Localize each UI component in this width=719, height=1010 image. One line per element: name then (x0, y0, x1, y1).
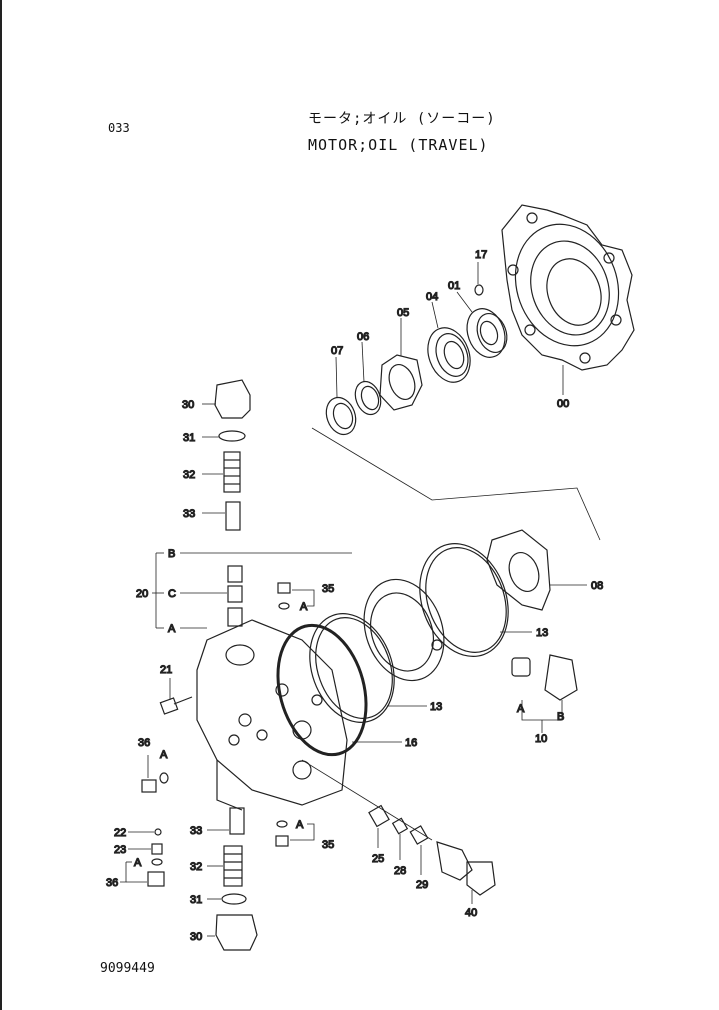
callout-16: 16 (405, 737, 417, 749)
callout-35-lower: 35 (322, 839, 334, 851)
callout-25: 25 (372, 853, 384, 865)
callout-31-upper: 31 (183, 432, 195, 444)
callout-20: 20 (136, 588, 148, 600)
callout-29: 29 (416, 879, 428, 891)
upper-plug-stack (202, 379, 251, 531)
title-english: MOTOR;OIL (TRAVEL) (308, 136, 489, 154)
callout-33-upper: 33 (183, 508, 195, 520)
callout-23: 23 (114, 844, 126, 856)
cam-ring (363, 578, 445, 682)
callout-04: 04 (426, 291, 438, 303)
callout-08: 08 (591, 580, 603, 592)
part-35-plug-lower (275, 820, 315, 847)
part-13-ring-upper (419, 543, 532, 657)
letter-a-36-lower: A (134, 857, 142, 869)
callout-28: 28 (394, 865, 406, 877)
part-10-set (511, 654, 578, 733)
callout-13-lower: 13 (430, 701, 442, 713)
callout-30-lower: 30 (190, 931, 202, 943)
callout-35-upper: 35 (322, 583, 334, 595)
callout-07: 07 (331, 345, 343, 357)
callout-32-lower: 32 (190, 861, 202, 873)
part-07-bearing (325, 356, 357, 436)
letter-a-36-upper: A (160, 749, 168, 761)
letter-b-10: B (557, 711, 564, 723)
assembly-line (311, 427, 601, 541)
callout-32-upper: 32 (183, 469, 195, 481)
letter-b-20: B (168, 548, 175, 560)
page-number: 033 (108, 121, 130, 135)
callout-10: 10 (535, 733, 547, 745)
part-04-bearing (427, 301, 471, 383)
callout-01: 01 (448, 280, 460, 292)
callout-33-lower: 33 (190, 825, 202, 837)
letter-a-20: A (168, 623, 176, 635)
callout-30-upper: 30 (182, 399, 194, 411)
callout-17: 17 (475, 249, 487, 261)
valve-body (196, 619, 348, 811)
callout-21: 21 (160, 664, 172, 676)
callout-40: 40 (465, 907, 477, 919)
part-17-oring (474, 262, 484, 296)
letter-a-35-upper: A (300, 601, 308, 613)
callout-06: 06 (357, 331, 369, 343)
part-16-oring (276, 623, 402, 757)
letter-c-20: C (168, 588, 176, 600)
callout-00: 00 (557, 398, 569, 410)
part-20-spool-set (152, 552, 352, 629)
right-lower-parts (301, 759, 496, 904)
callout-36-lower: 36 (106, 877, 118, 889)
part-05-hub (379, 318, 423, 411)
part-08-plate (486, 529, 587, 611)
part-06-ring (354, 341, 382, 416)
part-01-seal (456, 291, 508, 358)
callout-22: 22 (114, 827, 126, 839)
part-35-plug-upper (277, 582, 315, 610)
part-36-plug-upper (141, 755, 169, 793)
lower-plug-stack (207, 807, 258, 951)
callout-36-upper: 36 (138, 737, 150, 749)
part-00-housing (501, 204, 635, 395)
callout-05: 05 (397, 307, 409, 319)
parts-22-23-36 (120, 828, 165, 887)
drawing-number: 9099449 (100, 961, 155, 976)
part-13-ring-lower (309, 613, 427, 723)
letter-a-35-lower: A (296, 819, 304, 831)
callout-31-lower: 31 (190, 894, 202, 906)
part-21-bolt (159, 678, 193, 715)
title-japanese: モータ;オイル (ソーコー) (308, 111, 496, 127)
letter-a-10: A (517, 703, 525, 715)
callout-13-upper: 13 (536, 627, 548, 639)
